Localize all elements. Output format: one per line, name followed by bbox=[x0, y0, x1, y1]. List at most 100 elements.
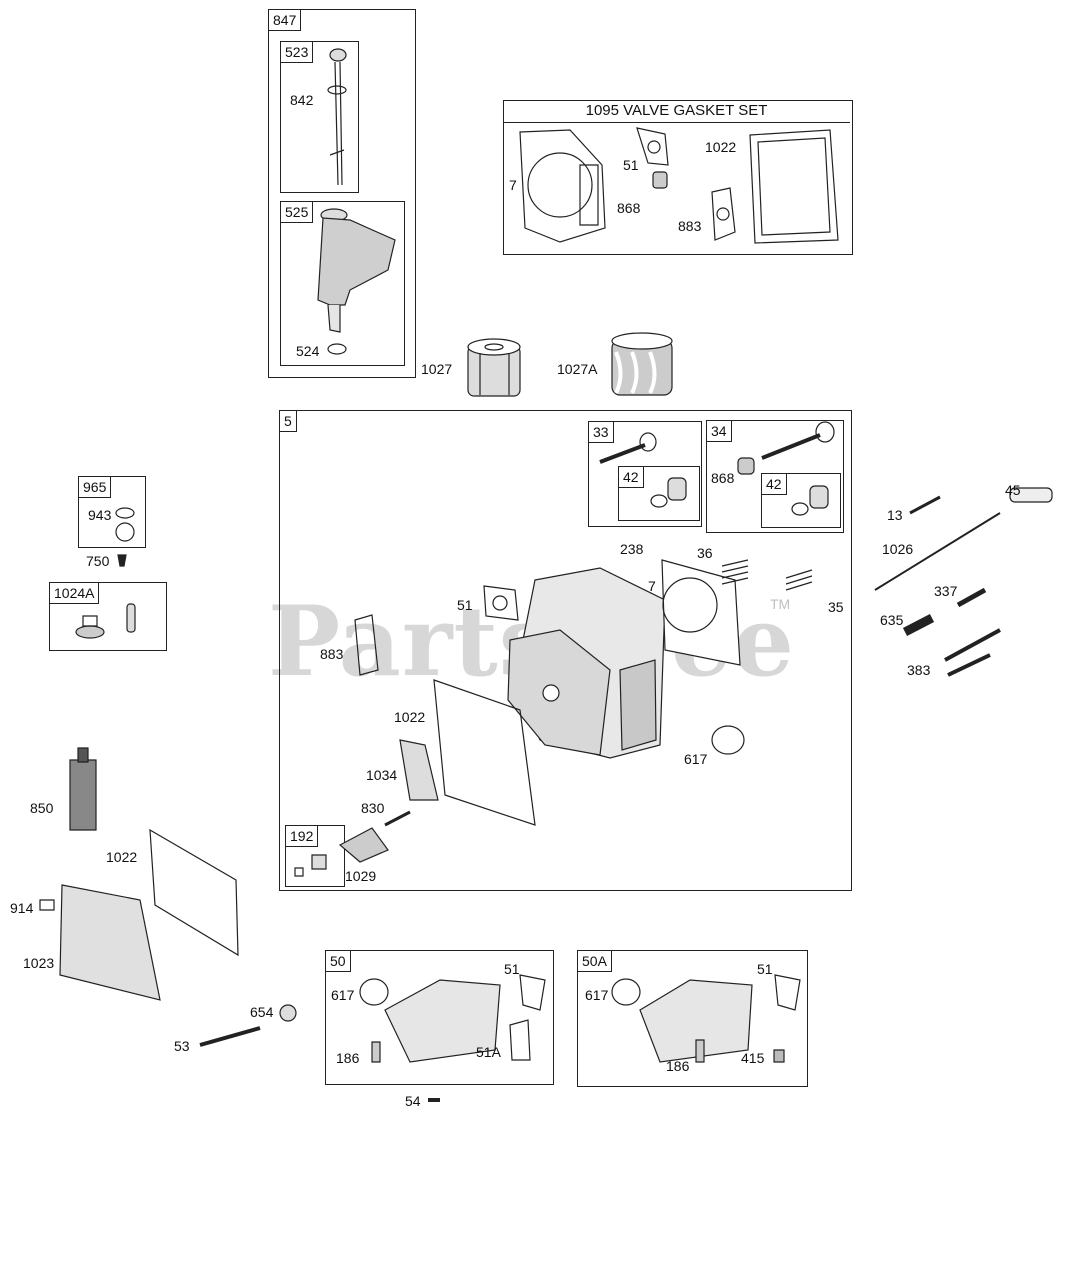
label-1026: 1026 bbox=[882, 541, 914, 557]
label-gasket-883: 883 bbox=[678, 218, 702, 234]
gasket-icon-50 bbox=[520, 975, 545, 1010]
spring-icon-b bbox=[786, 570, 812, 590]
label-54: 54 bbox=[405, 1093, 421, 1109]
label-1023: 1023 bbox=[23, 955, 55, 971]
label-635: 635 bbox=[880, 612, 904, 628]
cylinder-head-icon bbox=[508, 568, 665, 758]
group-box-965 bbox=[78, 476, 146, 548]
group-box-50A bbox=[577, 950, 808, 1087]
screw-icon-13 bbox=[910, 497, 940, 513]
tag-34: 34 bbox=[706, 420, 732, 442]
label-868b: 868 bbox=[711, 470, 735, 486]
label-gasket-868: 868 bbox=[617, 200, 641, 216]
sensor-icon-186 bbox=[372, 1042, 380, 1062]
label-850: 850 bbox=[30, 800, 54, 816]
intake-manifold-icon bbox=[385, 980, 500, 1062]
label-337: 337 bbox=[934, 583, 958, 599]
group-box-847 bbox=[268, 9, 416, 378]
cover-gasket-icon bbox=[750, 130, 838, 243]
valve-seal-icon-b bbox=[738, 458, 754, 474]
tag-33: 33 bbox=[588, 421, 614, 443]
oring-icon-50 bbox=[360, 979, 388, 1005]
label-50-186: 186 bbox=[336, 1050, 360, 1066]
oil-filter-icon bbox=[468, 339, 520, 396]
group-box-33 bbox=[588, 421, 702, 527]
label-830: 830 bbox=[361, 800, 385, 816]
tag-1024A: 1024A bbox=[49, 582, 100, 604]
gasket-icon-51 bbox=[484, 586, 518, 620]
label-1034: 1034 bbox=[366, 767, 398, 783]
tag-50: 50 bbox=[325, 950, 351, 972]
gasket-set-box bbox=[503, 100, 853, 255]
label-gasket-7: 7 bbox=[509, 177, 517, 193]
label-617: 617 bbox=[684, 751, 708, 767]
group-box-42b bbox=[761, 473, 841, 528]
tag-847: 847 bbox=[268, 9, 302, 31]
gasket-icon-51A bbox=[510, 1020, 530, 1060]
label-842: 842 bbox=[290, 92, 314, 108]
label-1027: 1027 bbox=[421, 361, 453, 377]
intake-manifold-icon-b bbox=[640, 980, 752, 1062]
spark-plug-boot-icon-45 bbox=[1010, 488, 1052, 502]
label-45: 45 bbox=[1005, 482, 1021, 498]
label-50-617: 617 bbox=[331, 987, 355, 1003]
nut-icon-654 bbox=[280, 1005, 296, 1021]
intake-valve-icon bbox=[600, 433, 656, 462]
label-50A-617: 617 bbox=[585, 987, 609, 1003]
label-914: 914 bbox=[10, 900, 34, 916]
pushrod-icon-1026 bbox=[875, 513, 1000, 590]
group-box-525 bbox=[280, 201, 405, 366]
group-box-5 bbox=[279, 410, 852, 891]
label-50A-51: 51 bbox=[757, 961, 773, 977]
exhaust-gasket-icon bbox=[712, 188, 735, 240]
label-1022c: 1022 bbox=[106, 849, 138, 865]
label-36: 36 bbox=[697, 545, 713, 561]
head-gasket-icon-b bbox=[662, 560, 740, 665]
valve-cover-icon bbox=[60, 885, 160, 1000]
label-50-51A: 51A bbox=[476, 1044, 501, 1060]
tag-523: 523 bbox=[280, 41, 314, 63]
spring-icon bbox=[722, 560, 748, 584]
label-524: 524 bbox=[296, 343, 320, 359]
dipstick-icon bbox=[328, 49, 346, 185]
group-box-42a bbox=[618, 466, 700, 521]
sensor-icon-186b bbox=[696, 1040, 704, 1062]
breather-icon bbox=[116, 508, 134, 541]
group-box-34 bbox=[706, 420, 844, 533]
label-53: 53 bbox=[174, 1038, 190, 1054]
label-35: 35 bbox=[828, 599, 844, 615]
oring-icon-50A bbox=[612, 979, 640, 1005]
oil-fill-tube-icon bbox=[318, 209, 395, 354]
bolt-icon-914 bbox=[40, 900, 54, 910]
deflector-icon-1029 bbox=[340, 828, 388, 862]
tube-icon-635 bbox=[905, 618, 932, 632]
label-1022b: 1022 bbox=[394, 709, 426, 725]
fitting-icon-192 bbox=[295, 855, 326, 876]
head-gasket-icon bbox=[520, 130, 605, 242]
bolt-icon-830 bbox=[385, 812, 410, 825]
screw-icon bbox=[118, 555, 126, 566]
gasket-icon-50A bbox=[775, 975, 800, 1010]
group-box-523 bbox=[280, 41, 359, 193]
valve-keeper-icon bbox=[651, 478, 686, 507]
group-box-1024A bbox=[49, 582, 167, 651]
intake-gasket-icon bbox=[637, 128, 668, 165]
label-883b: 883 bbox=[320, 646, 344, 662]
label-943: 943 bbox=[88, 507, 112, 523]
tag-42a: 42 bbox=[618, 466, 644, 488]
label-750: 750 bbox=[86, 553, 110, 569]
rotor-icon bbox=[76, 616, 104, 638]
label-1027A: 1027A bbox=[557, 361, 598, 377]
oil-filter-alt-icon bbox=[612, 333, 672, 395]
tool-icon-383 bbox=[945, 630, 1000, 675]
tag-42b: 42 bbox=[761, 473, 787, 495]
cover-gasket-icon-c bbox=[150, 830, 238, 955]
label-13: 13 bbox=[887, 507, 903, 523]
label-50A-415: 415 bbox=[741, 1050, 765, 1066]
valve-seal-icon bbox=[653, 172, 667, 188]
label-238: 238 bbox=[620, 541, 644, 557]
exhaust-valve-icon bbox=[762, 422, 834, 458]
label-1029: 1029 bbox=[345, 868, 377, 884]
